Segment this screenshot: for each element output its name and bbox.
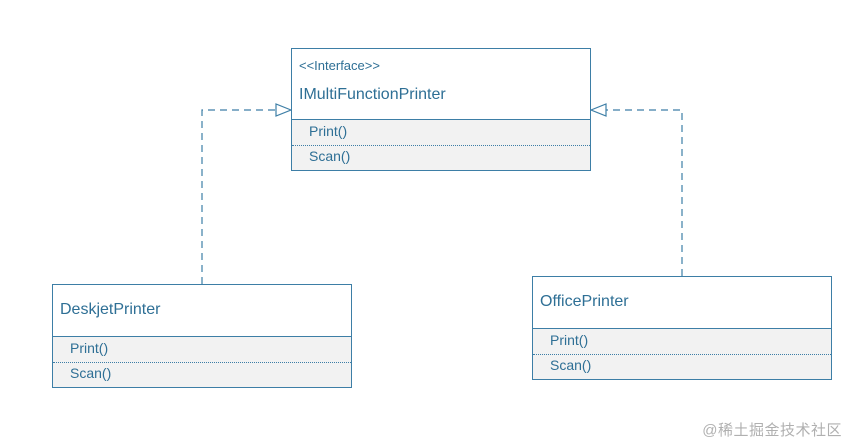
- deskjet-method-print: Print(): [70, 340, 109, 356]
- interface-class-box: <<Interface>> IMultiFunctionPrinter Prin…: [291, 48, 591, 171]
- interface-class-name: IMultiFunctionPrinter: [299, 86, 446, 103]
- office-printer-methods: Print() Scan(): [533, 328, 831, 379]
- interface-methods: Print() Scan(): [292, 119, 590, 170]
- deskjet-method-scan: Scan(): [70, 365, 112, 381]
- left-realization-arrowhead: [275, 103, 293, 117]
- deskjet-printer-methods: Print() Scan(): [53, 336, 351, 387]
- office-printer-class-box: OfficePrinter Print() Scan(): [532, 276, 832, 380]
- right-realization-line: [606, 109, 683, 276]
- interface-method-separator: [292, 145, 590, 146]
- interface-class-header: <<Interface>> IMultiFunctionPrinter: [292, 49, 590, 121]
- deskjet-printer-class-name: DeskjetPrinter: [60, 301, 161, 318]
- interface-method-scan: Scan(): [309, 148, 351, 164]
- deskjet-method-separator: [53, 362, 351, 363]
- office-printer-header: OfficePrinter: [533, 277, 831, 331]
- office-method-scan: Scan(): [550, 357, 592, 373]
- interface-stereotype: <<Interface>>: [299, 58, 380, 73]
- deskjet-printer-header: DeskjetPrinter: [53, 285, 351, 339]
- left-realization-line: [201, 109, 276, 284]
- watermark-text: @稀土掘金技术社区: [702, 422, 842, 439]
- office-printer-class-name: OfficePrinter: [540, 293, 629, 310]
- deskjet-printer-class-box: DeskjetPrinter Print() Scan(): [52, 284, 352, 388]
- right-realization-arrowhead: [589, 103, 607, 117]
- office-method-separator: [533, 354, 831, 355]
- office-method-print: Print(): [550, 332, 589, 348]
- interface-method-print: Print(): [309, 123, 348, 139]
